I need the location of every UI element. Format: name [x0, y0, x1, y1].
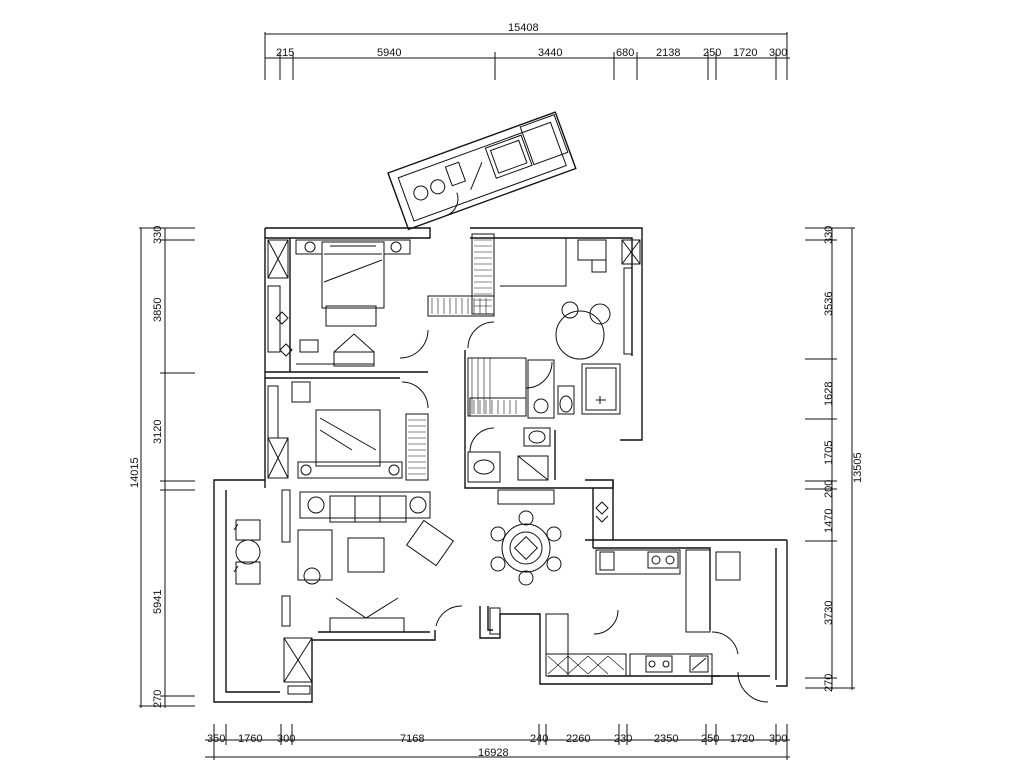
right-dim-5: 200	[823, 480, 835, 498]
left-dim-2: 3850	[152, 298, 164, 322]
bottom-dim-9: 250	[701, 733, 719, 745]
study	[399, 233, 641, 360]
top-dim-1: 215	[276, 47, 294, 59]
sofa	[329, 495, 407, 523]
bottom-dim-11: 300	[769, 733, 787, 745]
right-dim-2: 3536	[823, 292, 835, 316]
right-total-dimension: 13505	[852, 452, 864, 483]
left-dim-3: 3120	[152, 420, 164, 444]
bottom-dim-5: 240	[530, 733, 548, 745]
left-dim-1: 330	[152, 226, 164, 244]
second-bed	[315, 409, 381, 467]
top-dim-2: 5940	[377, 47, 401, 59]
top-dim-4: 680	[616, 47, 634, 59]
master-bedroom	[265, 239, 428, 379]
left-dim-4: 5941	[152, 590, 164, 614]
bottom-dim-6: 2260	[566, 733, 590, 745]
round-table	[555, 310, 605, 360]
left-dimension-group: 14015 330 3850 3120 5941 270	[129, 226, 195, 708]
bottom-dim-3: 300	[277, 733, 295, 745]
right-dim-3: 1628	[823, 382, 835, 406]
second-bedroom	[267, 381, 429, 481]
bottom-dim-4: 7168	[400, 733, 424, 745]
right-dim-7: 3730	[823, 601, 835, 625]
balcony-bath	[387, 111, 577, 231]
top-dim-3: 3440	[538, 47, 562, 59]
top-dim-5: 2138	[656, 47, 680, 59]
bottom-total-dimension: 16928	[478, 747, 509, 759]
bottom-dim-2: 1760	[238, 733, 262, 745]
top-dim-7: 1720	[733, 47, 757, 59]
right-dim-8: 270	[823, 674, 835, 692]
exterior-walls	[213, 227, 788, 703]
living-room	[281, 489, 463, 695]
top-total-dimension: 15408	[508, 22, 539, 34]
coffee-table	[347, 537, 385, 573]
tv-cabinet	[329, 617, 405, 633]
bottom-dim-7: 230	[614, 733, 632, 745]
kitchen	[489, 549, 769, 703]
right-dim-4: 1705	[823, 441, 835, 465]
powder-room	[467, 427, 551, 483]
right-dim-6: 1470	[823, 509, 835, 533]
dining-table	[501, 523, 551, 573]
master-bed	[321, 241, 385, 309]
right-dim-1: 330	[823, 226, 835, 244]
bathroom	[467, 357, 621, 419]
bottom-dim-8: 2350	[654, 733, 678, 745]
left-dim-5: 270	[152, 690, 164, 708]
top-dimension-group: 15408 215 5940 3440 680 2138 250 1720 30…	[264, 22, 790, 80]
top-dim-8: 300	[769, 47, 787, 59]
right-dimension-group: 13505 330 3536 1628 1705 200 1470 3730 2…	[805, 226, 864, 692]
dining-area	[490, 489, 609, 586]
left-total-dimension: 14015	[129, 457, 141, 488]
bottom-dimension-group: 350 1760 300 7168 240 2260 230 2350 250 …	[205, 724, 790, 760]
bottom-dim-1: 350	[207, 733, 225, 745]
top-dim-6: 250	[703, 47, 721, 59]
bottom-dim-10: 1720	[730, 733, 754, 745]
laundry-balcony	[233, 519, 261, 585]
